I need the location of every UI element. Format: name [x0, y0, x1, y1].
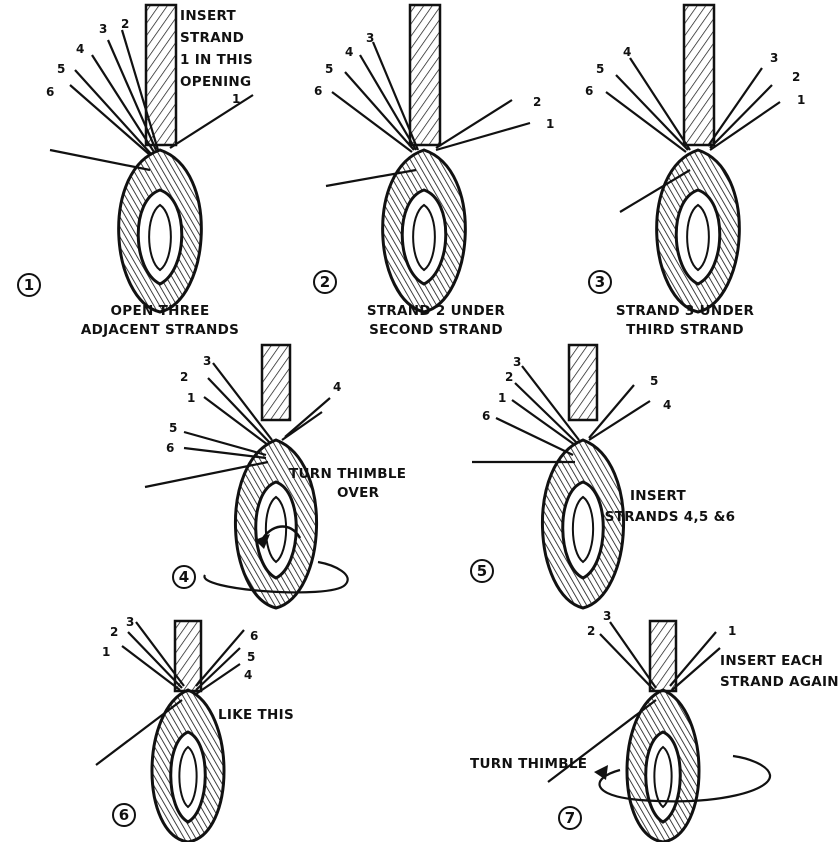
step-2: 1 2 3 4 5 6 2 STRAND 2 UNDER SECOND STRA… — [314, 5, 554, 338]
note-line: STRAND AGAIN — [720, 674, 839, 690]
strand-label: 1 — [728, 624, 736, 638]
standing-rope — [569, 345, 597, 420]
strand-label: 3 — [366, 31, 374, 45]
strand-label: 1 — [797, 93, 805, 107]
strand-label: 6 — [46, 85, 54, 99]
note-line: OVER — [337, 485, 380, 501]
strand-label: 4 — [663, 398, 671, 412]
thimble-inner — [149, 205, 171, 270]
step-4: 1 2 3 4 5 6 TURN THIMBLE OVER 4 — [145, 345, 406, 608]
step-number: 1 — [24, 276, 34, 294]
note-line: LIKE THIS — [218, 707, 294, 723]
strand-label: 5 — [169, 421, 177, 435]
strand-label: 2 — [180, 370, 188, 384]
step-3: 1 2 3 4 5 6 3 STRAND 3 UNDER THIRD STRAN… — [585, 5, 805, 338]
note-line: 1 IN THIS — [180, 52, 253, 68]
strand-label: 5 — [57, 62, 65, 76]
strand-label: 4 — [333, 380, 341, 394]
step-number: 6 — [119, 806, 129, 824]
strand-label: 6 — [585, 84, 593, 98]
thimble-inner — [413, 205, 435, 270]
step-5: 1 2 3 4 5 6 INSERT STRANDS 4,5 &6 5 — [471, 345, 735, 608]
strand-label: 3 — [99, 22, 107, 36]
strand-label: 2 — [792, 70, 800, 84]
strand-label: 6 — [314, 84, 322, 98]
step-number: 2 — [320, 273, 330, 291]
note-line: OPENING — [180, 74, 251, 90]
note-line: STRAND — [180, 30, 244, 46]
strand-label: 2 — [121, 17, 129, 31]
caption-line: OPEN THREE — [111, 303, 210, 319]
strand-label: 6 — [482, 409, 490, 423]
strand-label: 2 — [533, 95, 541, 109]
standing-rope — [410, 5, 440, 145]
strand-label: 3 — [126, 615, 134, 629]
strand-label: 3 — [770, 51, 778, 65]
step-number: 3 — [595, 273, 605, 291]
step-7: 1 2 3 INSERT EACH STRAND AGAIN TURN THIM… — [470, 609, 839, 842]
strand-label: 2 — [110, 625, 118, 639]
strand-label: 4 — [244, 668, 252, 682]
thimble-inner — [179, 747, 196, 807]
strand-label: 3 — [203, 354, 211, 368]
strand-label: 1 — [546, 117, 554, 131]
strand-label: 6 — [250, 629, 258, 643]
note-line: STRANDS 4,5 &6 — [605, 509, 736, 525]
strand-label: 4 — [623, 45, 631, 59]
strand-label: 4 — [345, 45, 353, 59]
step-number: 4 — [179, 568, 189, 586]
thimble-inner — [687, 205, 709, 270]
caption-line: SECOND STRAND — [369, 322, 503, 338]
caption-line: STRAND 2 UNDER — [367, 303, 506, 319]
standing-rope — [650, 621, 676, 691]
strand-label: 5 — [247, 650, 255, 664]
strand-label: 3 — [513, 355, 521, 369]
strand-label: 1 — [498, 391, 506, 405]
standing-rope — [262, 345, 290, 420]
strand-label: 5 — [596, 62, 604, 76]
step-number: 7 — [565, 809, 575, 827]
step-1: 1 2 3 4 5 6 INSERT STRAND 1 IN THIS OPEN… — [18, 5, 253, 338]
note-line: INSERT EACH — [720, 653, 823, 669]
note-line: TURN THIMBLE — [470, 756, 587, 772]
note-line: INSERT — [630, 488, 687, 504]
strand-label: 1 — [187, 391, 195, 405]
step-number: 5 — [477, 562, 487, 580]
strand-label: 6 — [166, 441, 174, 455]
strand-label: 5 — [650, 374, 658, 388]
standing-rope — [684, 5, 714, 145]
strand-label: 2 — [587, 624, 595, 638]
step-6: 1 2 3 4 5 6 LIKE THIS 6 — [96, 615, 294, 842]
thimble-inner — [654, 747, 671, 807]
strand-bundle — [472, 366, 650, 462]
caption-line: ADJACENT STRANDS — [81, 322, 239, 338]
strand-label: 1 — [102, 645, 110, 659]
strand-label: 2 — [505, 370, 513, 384]
thimble-inner — [573, 497, 593, 562]
note-line: INSERT — [180, 8, 237, 24]
strand-label: 3 — [603, 609, 611, 623]
strand-label: 1 — [232, 92, 240, 106]
arrow-head — [594, 765, 608, 780]
strand-label: 5 — [325, 62, 333, 76]
note-line: TURN THIMBLE — [289, 466, 406, 482]
caption-line: STRAND 3 UNDER — [616, 303, 755, 319]
caption-line: THIRD STRAND — [626, 322, 744, 338]
thimble-inner — [266, 497, 286, 562]
strand-label: 4 — [76, 42, 84, 56]
